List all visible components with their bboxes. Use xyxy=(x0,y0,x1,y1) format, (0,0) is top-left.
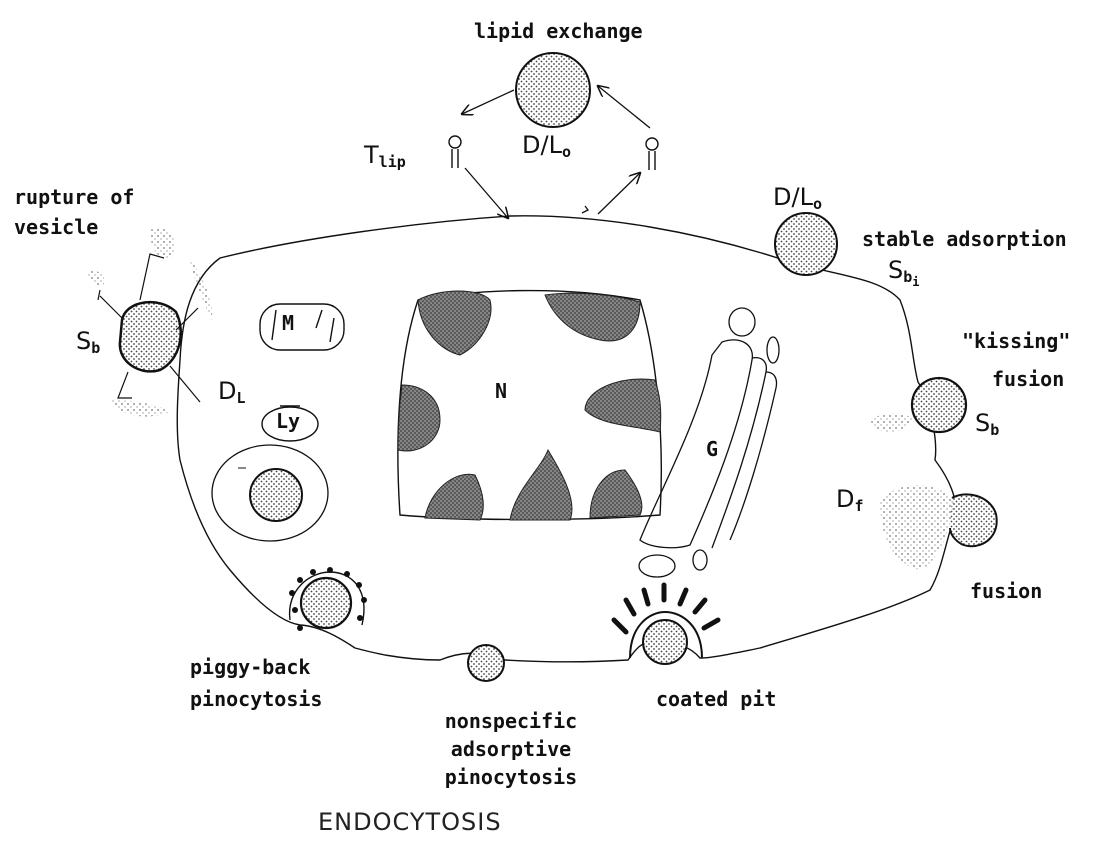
golgi-label: G xyxy=(706,438,718,461)
diagram-title: ENDOCYTOSIS xyxy=(318,808,502,836)
lipid-molecule-right xyxy=(646,138,658,170)
sb-right-label: Sb xyxy=(975,410,999,438)
dlo-top-label: D/Lo xyxy=(522,132,571,160)
fusion-label: fusion xyxy=(970,580,1042,603)
piggy-back-vesicle xyxy=(289,567,367,631)
liposome-stable-adsorption xyxy=(775,213,837,275)
liposome-lipid-exchange xyxy=(516,53,590,127)
mitochondrion xyxy=(260,304,344,350)
coated-pit xyxy=(614,585,718,664)
df-label: Df xyxy=(836,486,864,514)
sb-left-label: Sb xyxy=(76,328,100,356)
nonspecific-label-line1: nonspecific xyxy=(436,710,586,733)
coated-pit-label: coated pit xyxy=(656,688,776,711)
kissing-label: "kissing" xyxy=(962,330,1070,353)
nonspecific-label-line3: pinocytosis xyxy=(436,766,586,789)
rupture-label-line2: vesicle xyxy=(14,216,98,239)
lipid-exchange-label: lipid exchange xyxy=(474,20,643,43)
nonspecific-vesicle xyxy=(468,645,504,681)
sbi-label: Sbi xyxy=(888,257,920,285)
lysosome-label: Ly xyxy=(276,410,300,433)
nucleus-label: N xyxy=(495,380,507,403)
dl-label: DL xyxy=(218,378,246,406)
lipid-molecule-left xyxy=(449,136,461,168)
rupture-vesicle xyxy=(88,228,212,416)
t-lip-label: Tlip xyxy=(364,142,406,170)
nucleus xyxy=(398,291,661,520)
dlo-right-label: D/Lo xyxy=(773,184,822,212)
kissing-fusion-label: fusion xyxy=(992,368,1064,391)
rupture-label-line1: rupture of xyxy=(14,186,134,209)
fusion-event xyxy=(880,485,997,570)
stable-adsorption-label: stable adsorption xyxy=(862,228,1067,251)
nonspecific-label-line2: adsorptive xyxy=(436,738,586,761)
endosome xyxy=(212,445,328,541)
piggy-back-label-line2: pinocytosis xyxy=(190,688,322,711)
kissing-fusion xyxy=(870,378,966,432)
mitochondrion-label: M xyxy=(282,312,294,335)
piggy-back-label-line1: piggy-back xyxy=(190,656,310,679)
